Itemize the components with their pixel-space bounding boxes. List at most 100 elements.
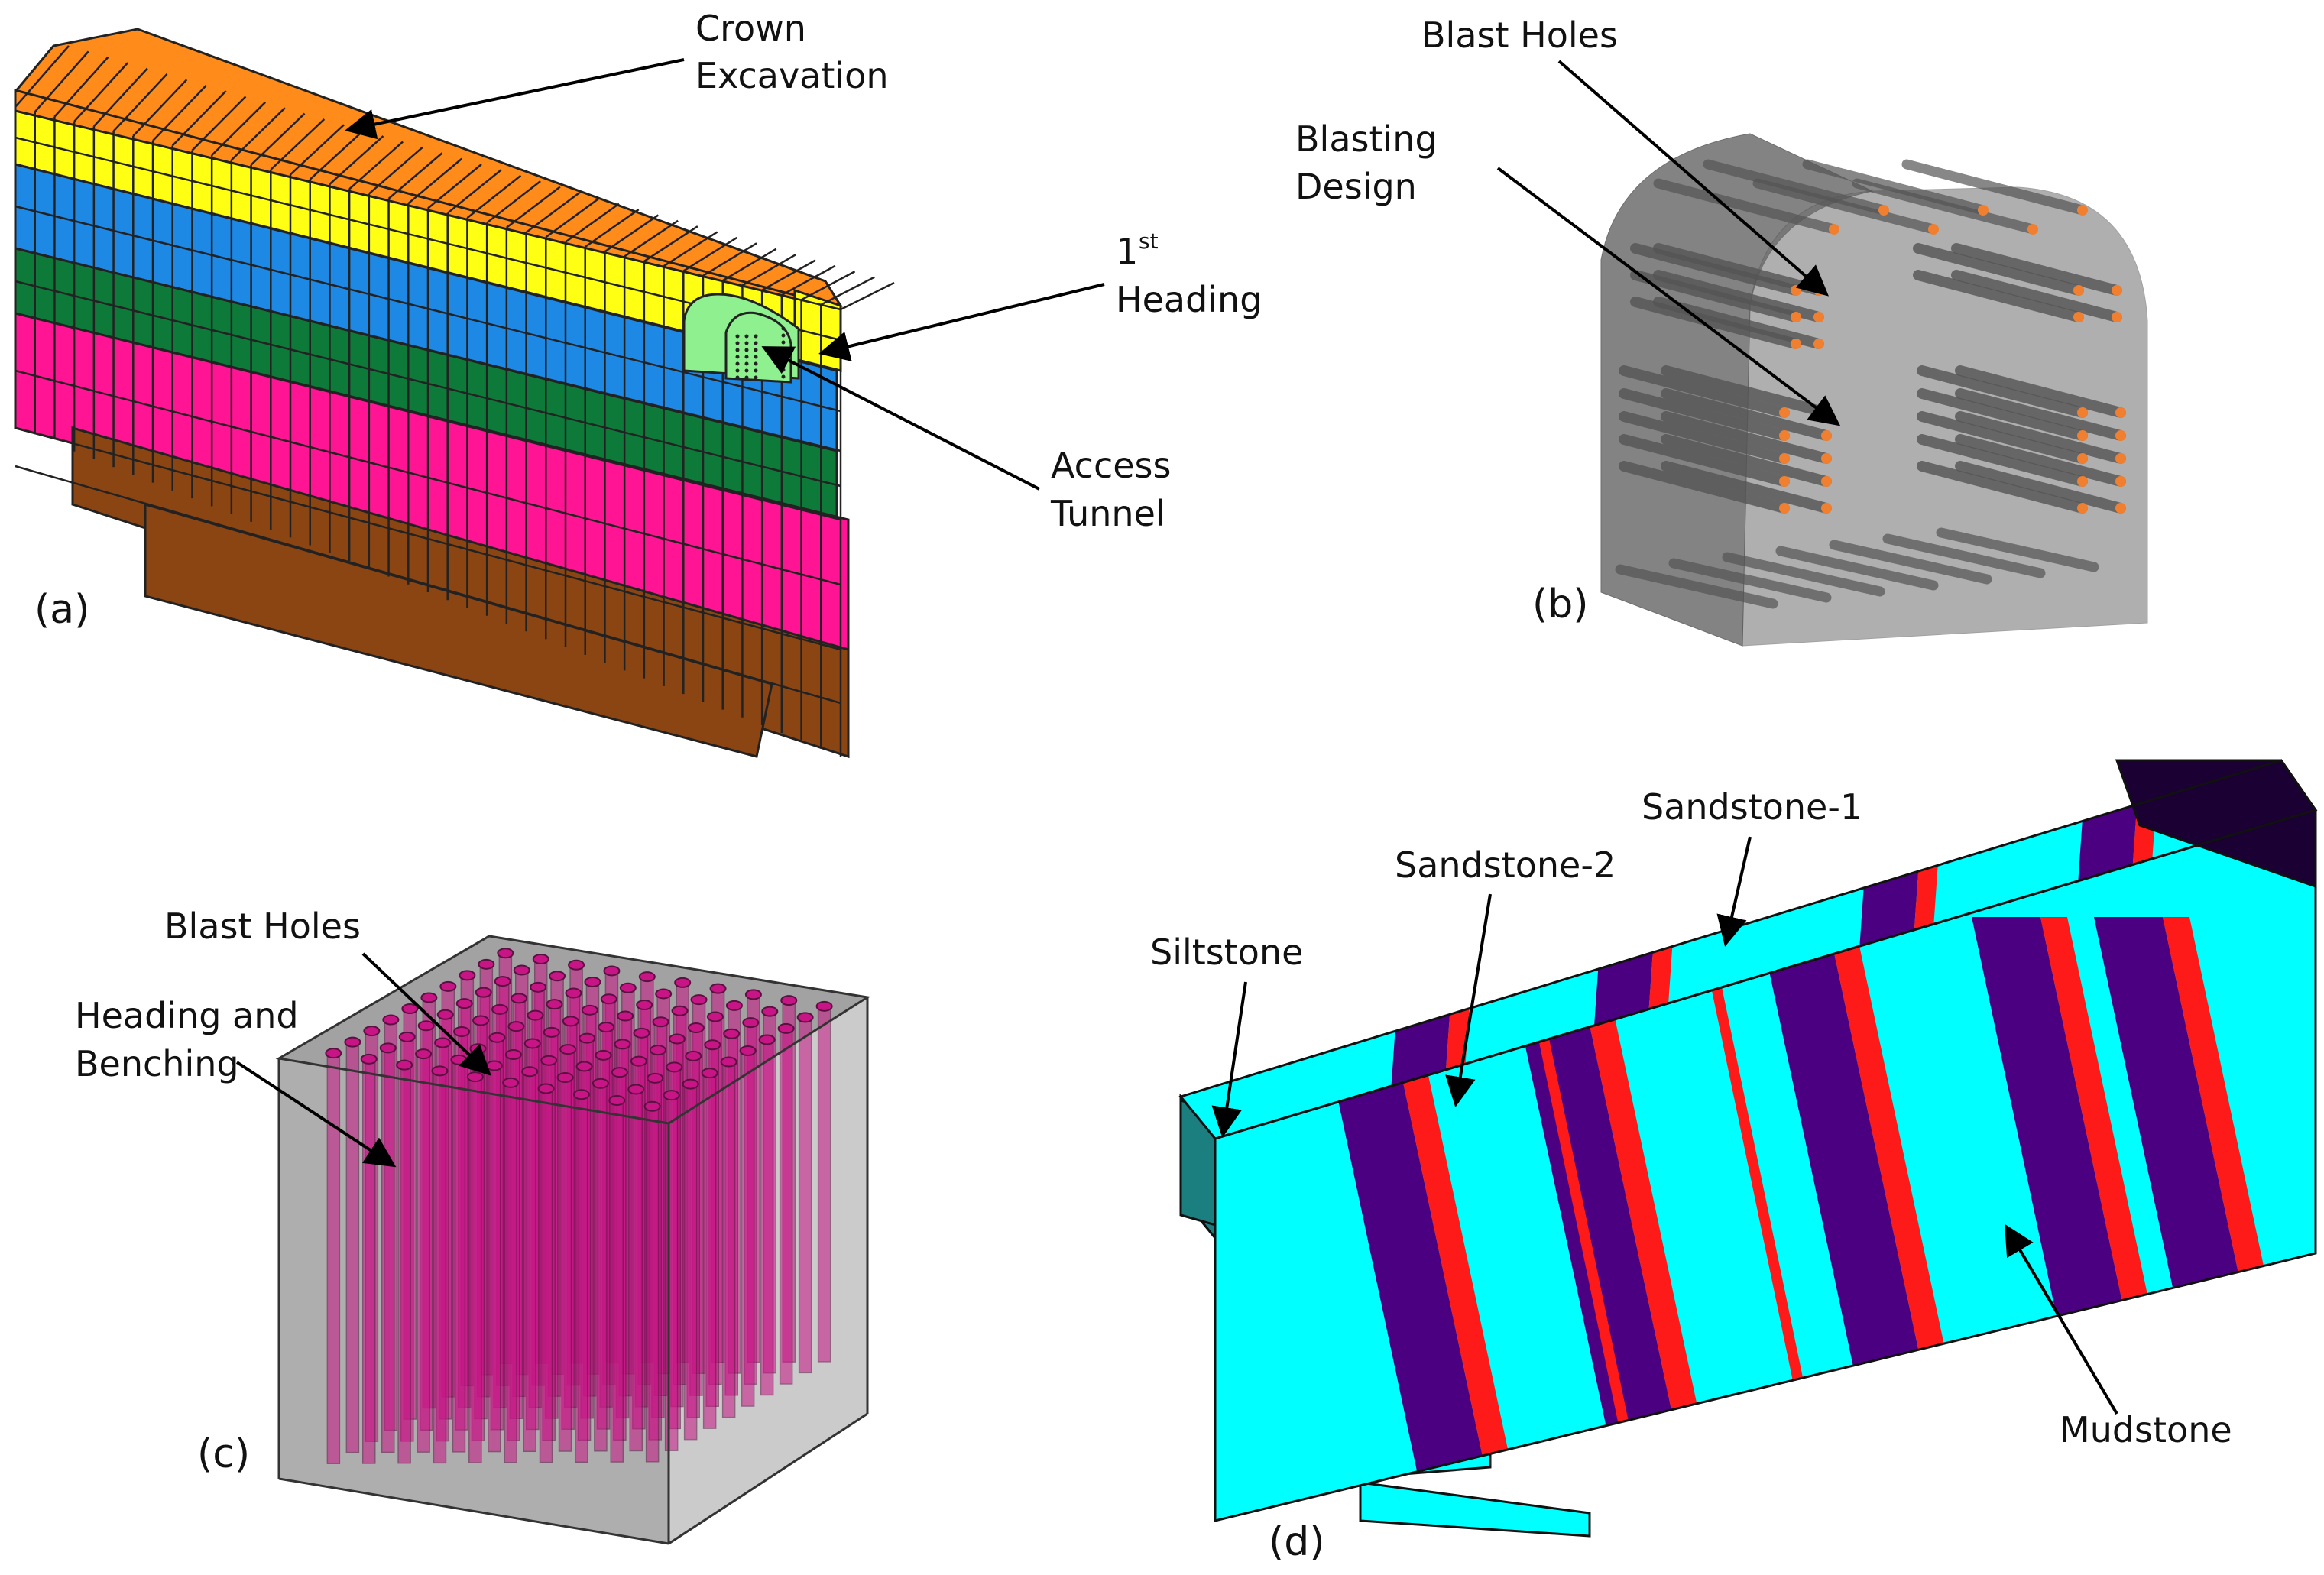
tunnel-hole-dot <box>781 340 786 345</box>
crown-rib-line <box>466 174 522 219</box>
vertical-blast-hole <box>452 1059 466 1453</box>
blast-hole-collar <box>592 1078 609 1089</box>
vertical-blast-hole <box>345 1041 360 1453</box>
crown-rib-line <box>250 112 306 166</box>
blast-hole-collar <box>1791 312 1801 322</box>
crown-rib-line <box>624 219 679 258</box>
panel-b-blasting-design: Blast Holes Blasting Design (b) <box>1295 15 2148 647</box>
crown-rib-line <box>171 90 227 147</box>
access-tunnel-label: Access Tunnel <box>1050 445 1182 534</box>
blast-hole-collar <box>663 1090 680 1101</box>
blast-hole-rod <box>1619 365 1790 418</box>
blast-hole-rod <box>1630 243 1801 296</box>
blast-hole-collar <box>603 965 621 977</box>
blast-hole-collar <box>1779 407 1790 418</box>
blast-hole-collar <box>2115 476 2126 487</box>
blast-hole-collar <box>478 958 495 970</box>
tunnel-hole-dot <box>781 361 786 365</box>
blast-hole-collar <box>436 1009 454 1020</box>
blast-hole-collar <box>466 1071 484 1083</box>
tunnel-hole-dot <box>744 348 749 352</box>
blast-hole-collar <box>325 1048 342 1059</box>
blast-hole-collar <box>2077 476 2088 487</box>
blast-hole-collar <box>627 1084 645 1095</box>
vertical-blast-hole <box>381 1047 395 1453</box>
blast-hole-collar <box>2115 453 2126 464</box>
blast-hole-collar <box>434 1037 452 1048</box>
blast-hole-collar <box>2112 312 2122 322</box>
crown-rib-line <box>407 157 463 205</box>
vertical-blast-hole <box>610 1100 624 1463</box>
tunnel-hole-dot <box>781 347 786 352</box>
vertical-blast-hole <box>361 1058 376 1464</box>
blast-hole-collar <box>1779 476 1790 487</box>
vertical-blast-hole <box>523 1071 536 1453</box>
blast-hole-collar <box>469 1043 487 1055</box>
blast-hole-collar <box>521 1066 539 1078</box>
vertical-blast-hole <box>779 1028 793 1385</box>
crown-rib-line <box>702 242 757 277</box>
blast-holes-arrow <box>1557 60 1830 297</box>
tunnel-hole-dot <box>754 361 758 366</box>
tunnel-hole-dot <box>754 368 758 373</box>
sandstone-2-arrow <box>1445 893 1492 1107</box>
heading-benching-arrow <box>235 1061 397 1168</box>
blast-hole-collar <box>543 1026 560 1038</box>
blast-hole-rods <box>1615 159 2126 609</box>
blast-hole-collar <box>780 995 798 1006</box>
blast-hole-rod <box>1619 461 1790 514</box>
blast-hole-collar <box>619 982 637 993</box>
sandstone-2-label: Sandstone-2 <box>1395 844 1616 886</box>
vertical-blast-hole <box>741 1050 755 1407</box>
blast-hole-collar <box>562 1016 579 1027</box>
crown-rib-line <box>486 180 541 224</box>
blast-hole-collar <box>2073 285 2084 296</box>
blast-hole-collar <box>455 998 473 1009</box>
crown-rib-line <box>329 135 384 185</box>
outline-edges <box>1178 759 2318 1522</box>
crown-rib-line <box>73 62 129 122</box>
blast-hole-collar <box>690 994 708 1006</box>
blast-hole-collars <box>1779 205 2126 514</box>
blast-hole-collar <box>1779 453 1790 464</box>
blast-hole-collar <box>671 1005 689 1016</box>
blast-hole-collar <box>1821 503 1832 514</box>
blast-hole-collar <box>491 1003 509 1015</box>
blast-hole-rod <box>1917 461 2088 514</box>
crown-rib-line <box>368 146 423 195</box>
panel-b-tag: (b) <box>1532 582 1589 627</box>
blast-hole-collar <box>559 1044 577 1055</box>
crown-rib-line <box>584 209 640 248</box>
blast-hole-collar <box>2077 430 2088 441</box>
crown-rib-line <box>427 164 482 209</box>
sandstone-1-label: Sandstone-1 <box>1642 786 1862 828</box>
heading-benching-label: Heading and Benching <box>75 995 310 1084</box>
blast-hole-rod <box>1951 243 2122 296</box>
blast-hole-collar <box>598 1022 615 1033</box>
blast-hole-rod <box>1955 388 2126 441</box>
blast-hole-collar <box>417 1020 435 1032</box>
mesh-horizontal-line <box>15 465 841 705</box>
blast-holes-label: Blast Holes <box>164 906 361 947</box>
tunnel-hole-dot <box>735 348 740 352</box>
blast-hole-collar <box>572 1089 590 1100</box>
blast-hole-collar <box>1779 430 1790 441</box>
blast-hole-collar <box>453 1026 471 1037</box>
crown-rib-line <box>191 96 247 151</box>
crown-rib-line <box>800 271 856 301</box>
blast-hole-collar <box>652 1016 669 1028</box>
blast-hole-collar <box>706 1011 724 1022</box>
crown-rib-line <box>34 50 89 113</box>
tunnel-hole-dot <box>754 348 758 352</box>
blast-hole-collar <box>1813 312 1824 322</box>
blast-hole-collar <box>633 1027 650 1039</box>
blast-hole-collar <box>2077 407 2088 418</box>
crown-rib-line <box>112 73 168 132</box>
blast-hole-collar <box>761 1006 779 1017</box>
blast-hole-collar <box>581 1004 598 1016</box>
blast-hole-collar <box>511 993 528 1004</box>
blast-hole-collar <box>575 1061 593 1072</box>
blast-hole-collar <box>1813 339 1824 349</box>
blast-hole-collar <box>1978 205 1989 216</box>
panel-d-geology-model: Sandstone-1 Sandstone-2 Siltstone Mudsto… <box>1150 759 2318 1565</box>
